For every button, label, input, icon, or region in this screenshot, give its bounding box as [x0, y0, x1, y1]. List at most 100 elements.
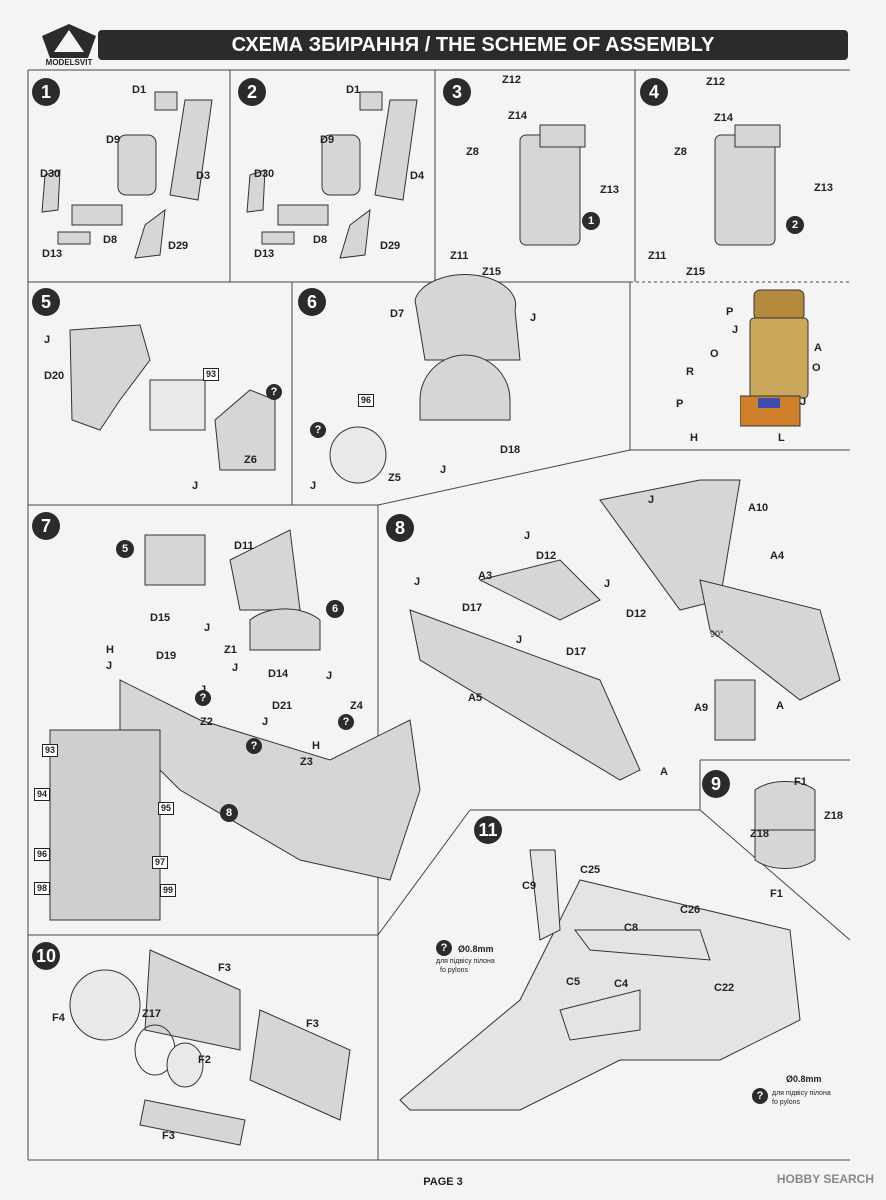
part-label: Z17 — [142, 1008, 161, 1020]
part-label: F1 — [794, 776, 807, 788]
part-label: C26 — [680, 904, 701, 916]
part-label: Z12 — [502, 74, 521, 86]
paint-label: J — [440, 464, 447, 476]
step-number: 3 — [443, 78, 471, 106]
part-label: Z12 — [706, 76, 725, 88]
paint-label: O — [812, 362, 821, 374]
decal-number: 98 — [34, 882, 51, 895]
decal-number: 99 — [160, 884, 177, 897]
part-label: A5 — [468, 692, 483, 704]
paint-label: J — [732, 324, 739, 336]
part-label: A10 — [748, 502, 769, 514]
paint-label: A — [776, 700, 784, 712]
step-reference: 5 — [116, 540, 134, 558]
step-reference: 1 — [582, 212, 600, 230]
part-label: Z4 — [350, 700, 363, 712]
part-label: D21 — [272, 700, 293, 712]
part-label: D9 — [320, 134, 335, 146]
paint-label: J — [648, 494, 655, 506]
color-seat-illustration — [740, 289, 809, 427]
part-label: F3 — [162, 1130, 175, 1142]
part-label: Z18 — [750, 828, 769, 840]
part-label: D1 — [132, 84, 147, 96]
decal-number: 93 — [203, 368, 220, 381]
part-label: Z15 — [686, 266, 705, 278]
part-label: Z6 — [244, 454, 257, 466]
part-label: D12 — [536, 550, 557, 562]
step-number: 7 — [32, 512, 60, 540]
part-label: F3 — [306, 1018, 319, 1030]
part-label: F2 — [198, 1054, 211, 1066]
part-label: D3 — [196, 170, 211, 182]
part-label: D15 — [150, 612, 171, 624]
part-label: D1 — [346, 84, 361, 96]
part-label: Z11 — [450, 250, 469, 262]
part-label: D7 — [390, 308, 405, 320]
drill-note-en: fo pylons — [440, 967, 469, 974]
part-label: C5 — [566, 976, 581, 988]
part-label: F4 — [52, 1012, 65, 1024]
step-reference: 2 — [786, 216, 804, 234]
question-icon: ? — [338, 714, 354, 730]
paint-label: J — [800, 396, 807, 408]
paint-label: H — [106, 644, 114, 656]
part-label: Z13 — [600, 184, 619, 196]
part-label: C25 — [580, 864, 601, 876]
modelsvit-logo: MODELSVIT — [34, 22, 104, 74]
question-icon: ? — [436, 940, 452, 956]
part-label: D29 — [380, 240, 401, 252]
drill-note-ua: для підвісу пілона — [772, 1090, 831, 1097]
logo-text: MODELSVIT — [45, 58, 93, 67]
decal-number: 96 — [358, 394, 375, 407]
paint-label: A — [660, 766, 668, 778]
page-header: MODELSVIT СХЕМА ЗБИРАННЯ / THE SCHEME OF… — [28, 22, 860, 67]
part-label: Z1 — [224, 644, 237, 656]
part-label: D20 — [44, 370, 65, 382]
part-label: Z15 — [482, 266, 501, 278]
paint-label: J — [604, 578, 611, 590]
paint-label: P — [676, 398, 684, 410]
part-label: C4 — [614, 978, 629, 990]
part-label: Z14 — [508, 110, 527, 122]
part-label: D8 — [313, 234, 328, 246]
angle-label: 90° — [710, 629, 724, 639]
question-icon: ? — [752, 1088, 768, 1104]
decal-number: 97 — [152, 856, 169, 869]
step-number: 5 — [32, 288, 60, 316]
paint-label: J — [204, 622, 211, 634]
step-number: 1 — [32, 78, 60, 106]
question-icon: ? — [310, 422, 326, 438]
part-label: F3 — [218, 962, 231, 974]
part-label: D8 — [103, 234, 118, 246]
part-label: A3 — [478, 570, 493, 582]
part-label: Z5 — [388, 472, 401, 484]
question-icon: ? — [246, 738, 262, 754]
part-label: D14 — [268, 668, 289, 680]
paint-label: A — [814, 342, 822, 354]
part-label: D11 — [234, 540, 254, 552]
part-label: A9 — [694, 702, 709, 714]
part-label: Z14 — [714, 112, 733, 124]
paint-label: J — [414, 576, 421, 588]
watermark: HOBBY SEARCH — [776, 1172, 874, 1186]
drill-note-ua: для підвісу пілона — [436, 958, 495, 965]
part-label: A4 — [770, 550, 785, 562]
part-label: Z11 — [648, 250, 667, 262]
paint-label: J — [516, 634, 523, 646]
paint-label: J — [326, 670, 333, 682]
paint-label: O — [710, 348, 719, 360]
part-label: D13 — [254, 248, 275, 260]
paint-label: J — [44, 334, 51, 346]
part-label: C9 — [522, 880, 537, 892]
page-number: PAGE 3 — [423, 1176, 463, 1188]
step-number: 2 — [238, 78, 266, 106]
paint-label: J — [524, 530, 531, 542]
question-icon: ? — [266, 384, 282, 400]
step-number: 4 — [640, 78, 668, 106]
decal-number: 93 — [42, 744, 59, 757]
drill-size-label: Ø0.8mm — [786, 1074, 822, 1084]
decal-number: 96 — [34, 848, 51, 861]
drill-note-en: fo pylons — [772, 1099, 801, 1106]
part-label: D18 — [500, 444, 521, 456]
